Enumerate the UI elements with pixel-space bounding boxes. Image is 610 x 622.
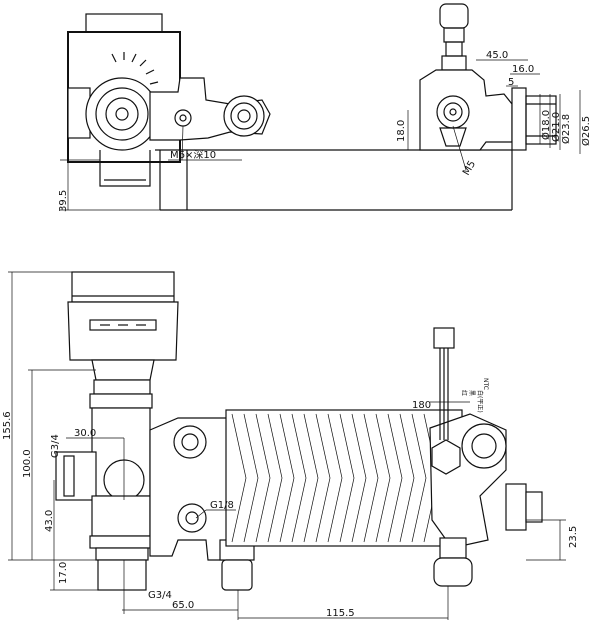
label-155-6: 155.6 — [2, 411, 13, 440]
label-30: 30.0 — [74, 428, 96, 439]
label-g34-side: G3/4 — [50, 434, 61, 458]
label-180: 180 — [412, 400, 431, 411]
label-m6-thread: M6×深10 — [170, 149, 216, 161]
label-dia-23: Ø23.8 — [560, 114, 572, 144]
wire-label-red: 红 — [460, 390, 468, 396]
label-5: 5 — [508, 77, 514, 88]
wire-label-ntc: NTC — [482, 378, 489, 390]
wire-label-white: 白(平正) — [476, 390, 484, 413]
outlet-port — [223, 95, 265, 137]
label-g18: G1/8 — [210, 500, 234, 511]
bottom-knob — [433, 557, 473, 587]
top-right-view — [407, 3, 581, 171]
label-115-5: 115.5 — [326, 608, 355, 619]
ntc-sensor-hex — [431, 439, 461, 475]
label-17: 17.0 — [58, 562, 69, 584]
label-dia-26: Ø26.5 — [580, 116, 592, 146]
right-fitting — [511, 87, 527, 151]
knob-top — [439, 3, 469, 29]
motor-cap — [71, 271, 175, 303]
motor-body-front — [67, 301, 179, 361]
motor-connector — [85, 13, 163, 33]
bottom-outlet — [97, 559, 147, 591]
g18-port — [221, 559, 253, 591]
label-43: 43.0 — [44, 510, 55, 532]
label-45: 45.0 — [486, 50, 508, 61]
label-18: 18.0 — [396, 120, 407, 142]
label-dia-18: Ø18.0 — [540, 110, 552, 140]
manifold — [149, 417, 233, 561]
pump-housing — [85, 77, 159, 151]
left-inlet — [55, 451, 97, 501]
top-left-view — [60, 13, 513, 211]
label-g34-bottom: G3/4 — [148, 590, 172, 601]
front-view — [8, 271, 566, 620]
label-65: 65.0 — [172, 600, 194, 611]
label-23-5: 23.5 — [568, 526, 579, 548]
label-100: 100.0 — [22, 449, 33, 478]
label-dia-21: Ø21.0 — [550, 112, 562, 142]
valve-body — [419, 69, 513, 151]
sensor-connector — [433, 327, 455, 349]
heat-exchanger — [225, 409, 463, 547]
label-16: 16.0 — [512, 64, 534, 75]
exchanger-chevrons — [231, 413, 439, 543]
wire-label-black: 黑 — [468, 390, 475, 396]
label-39-5: 39.5 — [58, 190, 69, 212]
